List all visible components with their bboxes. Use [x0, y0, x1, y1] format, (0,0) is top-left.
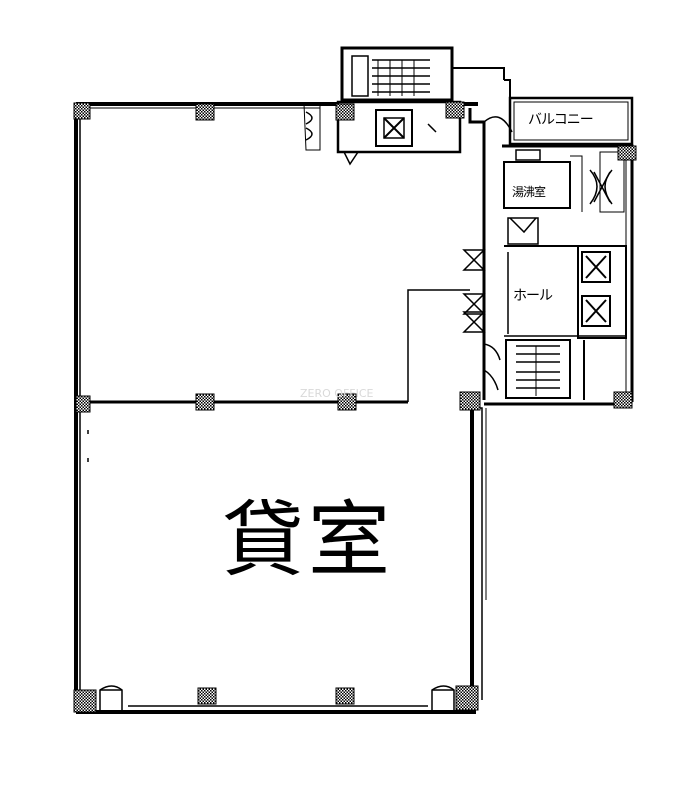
outer-walls — [74, 102, 487, 714]
rental-room-label: 貸室 — [222, 493, 395, 588]
watermark: ZERO OFFICE — [300, 387, 374, 400]
right-core — [462, 96, 634, 406]
pantry-label: 湯沸室 — [511, 185, 546, 199]
balcony-label: バルコニー — [528, 112, 594, 128]
hall-label: ホール — [513, 288, 553, 304]
top-stair — [303, 46, 511, 166]
bottom-doors — [99, 685, 455, 712]
columns — [73, 101, 637, 713]
